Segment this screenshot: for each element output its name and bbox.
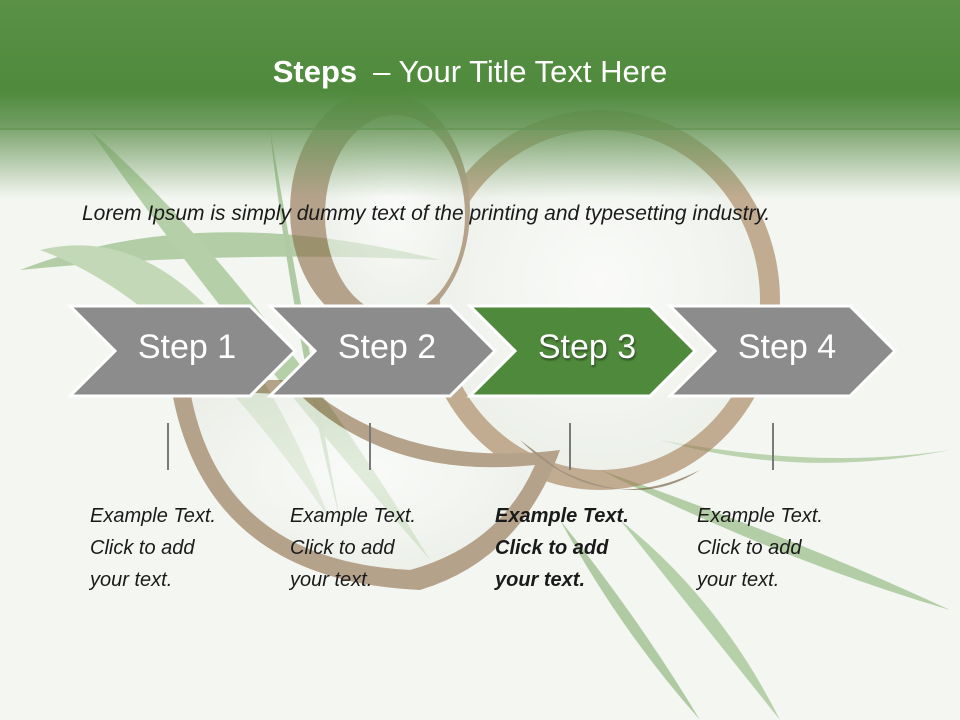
step-label-1[interactable]: Step 1 <box>137 328 237 366</box>
step-chevron-1[interactable] <box>66 304 298 398</box>
header-bar <box>0 0 960 130</box>
step-text-2[interactable]: Example Text. Click to add your text. <box>290 505 416 591</box>
step-chevron-4[interactable] <box>666 304 898 398</box>
step-text-3[interactable]: Example Text. Click to add your text. <box>495 505 629 591</box>
step-label-3[interactable]: Step 3 <box>537 328 637 366</box>
step-text-4[interactable]: Example Text. Click to add your text. <box>697 505 823 591</box>
header-fade <box>0 128 960 198</box>
step-chevron-3[interactable] <box>466 304 698 398</box>
step-text-1[interactable]: Example Text. Click to add your text. <box>90 505 216 591</box>
title-bold-text: Steps <box>272 54 358 89</box>
slide-title[interactable]: Steps – Your Title Text Here <box>0 54 940 90</box>
title-rest-text: – Your Title Text Here <box>373 54 668 89</box>
step-chevron-2[interactable] <box>266 304 498 398</box>
step-label-2[interactable]: Step 2 <box>337 328 437 366</box>
step-label-4[interactable]: Step 4 <box>737 328 837 366</box>
intro-text[interactable]: Lorem Ipsum is simply dummy text of the … <box>82 202 771 225</box>
